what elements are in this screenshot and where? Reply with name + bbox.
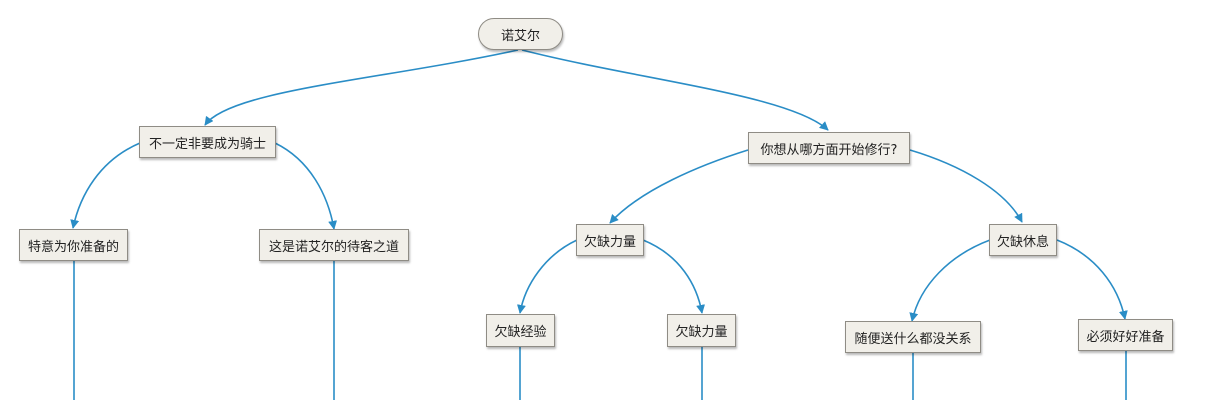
node-not-knight: 不一定非要成为骑士 (139, 126, 276, 158)
node-hospitality: 这是诺艾尔的待客之道 (259, 229, 409, 261)
edge-lack-strength-strength (642, 239, 706, 314)
node-lack-strength-a: 欠缺力量 (576, 224, 644, 256)
edge-train-lack-strength (609, 149, 749, 224)
node-prepared-for-you: 特意为你准备的 (19, 229, 128, 261)
node-lack-strength-b: 欠缺力量 (667, 314, 736, 347)
edge-not-knight-hospitality (274, 142, 338, 230)
node-lack-rest: 欠缺休息 (989, 224, 1057, 256)
edge-lack-strength-experience (516, 239, 578, 314)
edge-root-train-where (521, 49, 829, 131)
edge-lack-rest-prepare (1056, 239, 1128, 320)
edge-root-not-knight (204, 49, 519, 126)
edge-lack-rest-anything (909, 239, 991, 322)
node-must-prepare: 必须好好准备 (1078, 319, 1173, 351)
node-root: 诺艾尔 (478, 18, 563, 50)
edge-train-lack-rest (909, 149, 1023, 223)
node-lack-experience: 欠缺经验 (486, 314, 555, 347)
edge-not-knight-prepared (70, 142, 141, 229)
node-train-where: 你想从哪方面开始修行? (748, 132, 910, 164)
node-anything-goes: 随便送什么都没关系 (845, 321, 981, 353)
